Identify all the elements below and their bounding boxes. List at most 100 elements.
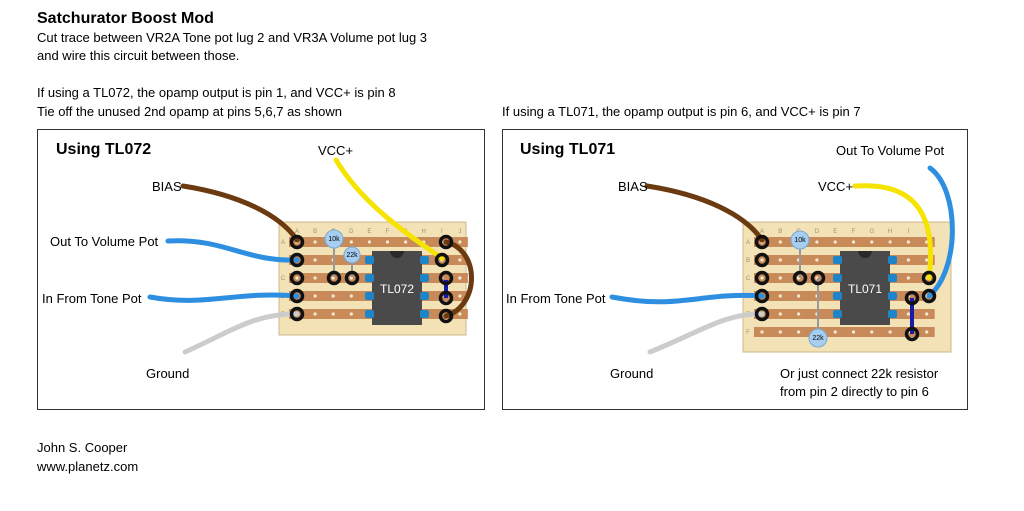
copper-strip	[754, 327, 935, 337]
board-hole	[385, 240, 390, 244]
board-hole	[313, 276, 317, 280]
solder-pad	[289, 306, 305, 322]
ground-label: Ground	[610, 366, 654, 381]
solder-pad	[438, 290, 454, 306]
board-hole	[760, 330, 764, 334]
chip-body	[840, 251, 890, 325]
resistor-22k	[808, 328, 828, 348]
board-hole	[778, 312, 782, 316]
solder-pad	[904, 326, 920, 342]
out-to-volume-label: Out To Volume Pot	[50, 234, 159, 249]
board-hole	[797, 312, 801, 316]
solder-pad	[434, 252, 450, 268]
board-hole	[797, 330, 801, 334]
solder-pad	[921, 270, 937, 286]
tl072-note-1: If using a TL072, the opamp output is pi…	[37, 85, 396, 100]
solder-pad	[904, 290, 920, 306]
solder-pad	[754, 306, 770, 322]
column-label: D	[349, 229, 354, 235]
board-hole	[458, 240, 462, 244]
in-from-tone-label: In From Tone Pot	[42, 291, 142, 306]
chip-pin	[365, 256, 374, 264]
chip-pin	[420, 256, 429, 264]
board-hole	[367, 240, 371, 244]
board-hole	[458, 312, 462, 316]
solder-pad	[810, 270, 826, 286]
tl071-note: If using a TL071, the opamp output is pi…	[502, 104, 861, 119]
cap-22k-label: 22k	[346, 252, 358, 259]
board-hole	[349, 240, 353, 244]
solder-pad	[289, 252, 305, 268]
cap-10k-label: 10k	[328, 236, 340, 243]
vcc-label: VCC+	[818, 179, 854, 194]
website-link[interactable]: www.planetz.com	[37, 459, 139, 474]
bias-label: BIAS	[618, 179, 648, 194]
solder-pad	[289, 234, 305, 250]
row-label: C	[281, 276, 286, 282]
tl071-chip-label: TL071	[848, 282, 882, 296]
column-label: B	[778, 229, 782, 235]
board-hole	[313, 240, 317, 244]
cap-10k-label: 10k	[794, 237, 806, 244]
column-label: I	[441, 229, 443, 235]
board-hole	[815, 258, 819, 262]
tl071-panel-title: Using TL071	[520, 141, 616, 158]
board-hole	[313, 294, 317, 298]
board-hole	[797, 294, 801, 298]
instruction-line-1: Cut trace between VR2A Tone pot lug 2 an…	[37, 30, 428, 45]
chip-pin	[888, 274, 897, 282]
chip-notch	[858, 251, 872, 258]
copper-strip	[754, 237, 935, 247]
solder-pad	[754, 270, 770, 286]
column-label: E	[367, 229, 371, 235]
board-hole	[778, 330, 782, 334]
bias-label: BIAS	[152, 179, 182, 194]
out-to-volume-label: Out To Volume Pot	[836, 143, 945, 158]
page-title: Satchurator Boost Mod	[37, 10, 214, 27]
board-hole	[331, 294, 335, 298]
resistor-note-2: from pin 2 directly to pin 6	[780, 384, 929, 399]
chip-pin	[888, 256, 897, 264]
board-hole	[906, 276, 911, 280]
solder-pad	[344, 270, 360, 286]
in-from-tone-wire	[147, 292, 300, 303]
board-hole	[906, 258, 911, 262]
solder-pad	[289, 288, 305, 304]
board-hole	[295, 276, 299, 280]
tl072-note-2: Tie off the unused 2nd opamp at pins 5,6…	[37, 104, 342, 119]
vcc-wire	[333, 157, 445, 261]
board-hole	[851, 240, 856, 244]
capacitor-10k	[790, 230, 810, 250]
row-label: A	[281, 240, 285, 246]
board-hole	[778, 258, 782, 262]
board-hole	[906, 240, 911, 244]
board-hole	[778, 276, 782, 280]
board-hole	[331, 276, 335, 280]
chip-body	[372, 251, 422, 325]
solder-pad	[438, 234, 454, 250]
board-hole	[760, 258, 764, 262]
solder-pad	[792, 270, 808, 286]
board-hole	[404, 240, 408, 244]
bias-wire	[644, 183, 765, 243]
board-hole	[888, 330, 892, 334]
vcc-wire	[852, 183, 933, 281]
board-hole	[313, 258, 317, 262]
column-label: G	[869, 229, 874, 235]
board-hole	[833, 240, 837, 244]
board-hole	[349, 312, 353, 316]
column-label: D	[815, 229, 820, 235]
capacitor-10k	[324, 229, 344, 249]
board-hole	[925, 312, 929, 316]
author: John S. Cooper	[37, 440, 128, 455]
tl072-panel-title: Using TL072	[56, 141, 152, 158]
vcc-label: VCC+	[318, 143, 354, 158]
chip-pin	[833, 256, 842, 264]
solder-pad	[754, 234, 770, 250]
row-label: A	[746, 240, 750, 246]
chip-pin	[365, 310, 374, 318]
board-hole	[833, 330, 837, 334]
chip-pin	[833, 274, 842, 282]
resistor-22k-label: 22k	[812, 335, 824, 342]
